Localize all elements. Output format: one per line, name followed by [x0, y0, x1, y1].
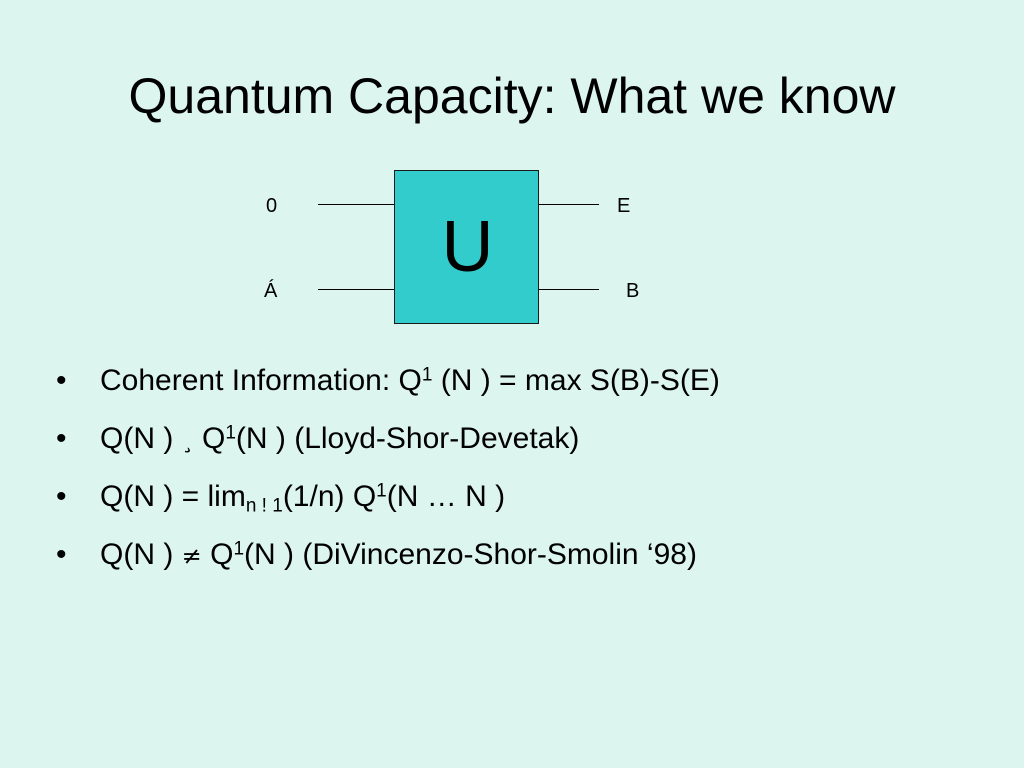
input-label-ancilla: 0 [266, 195, 278, 217]
bullet-text: Q [193, 422, 226, 455]
not-equal-symbol: ≠ [181, 542, 202, 570]
relation-symbol: ¸ [181, 426, 194, 454]
superscript: 1 [225, 422, 236, 444]
bullet-text: Q(N ) [100, 538, 182, 571]
superscript: 1 [421, 364, 433, 386]
bullet-divincenzo-shor-smolin: • Q(N ) ≠ Q1(N ) (DiVincenzo-Shor-Smolin… [56, 532, 720, 590]
bullet-text: Q(N ) = lim [100, 480, 246, 513]
bullet-text: (N ) (Lloyd-Shor-Devetak) [235, 422, 580, 455]
output-wire-bottom [539, 289, 599, 290]
output-label-environment: E [617, 195, 631, 217]
bullet-marker: • [56, 538, 67, 571]
output-wire-top [539, 204, 599, 205]
unitary-gate: U [394, 170, 539, 324]
bullet-text: (1/n) Q [282, 480, 377, 513]
bullet-text: Q [201, 538, 234, 571]
input-wire-bottom [318, 289, 394, 290]
gate-label: U [441, 207, 494, 287]
superscript: 1 [233, 538, 245, 560]
input-label-state: Á [264, 280, 278, 302]
bullet-marker: • [56, 364, 67, 397]
bullet-lloyd-shor-devetak: • Q(N ) ¸ Q1(N ) (Lloyd-Shor-Devetak) [56, 416, 720, 474]
bullet-text: (N ) = max S(B)-S(E) [432, 364, 720, 397]
bullet-text: Coherent Information: Q [100, 364, 422, 397]
bullet-text: (N … N ) [386, 480, 506, 513]
output-label-bob: B [626, 280, 640, 302]
bullet-coherent-information: • Coherent Information: Q1 (N ) = max S(… [56, 358, 720, 416]
superscript: 1 [376, 480, 387, 502]
bullet-list: • Coherent Information: Q1 (N ) = max S(… [56, 358, 720, 590]
bullet-text: Q(N ) [100, 422, 182, 455]
subscript: n ! 1 [245, 495, 283, 517]
bullet-regularized-limit: • Q(N ) = limn ! 1(1/n) Q1(N … N ) [56, 474, 720, 532]
bullet-marker: • [56, 480, 67, 513]
slide-title: Quantum Capacity: What we know [128, 68, 896, 124]
bullet-text: (N ) (DiVincenzo-Shor-Smolin ‘98) [244, 538, 697, 571]
bullet-marker: • [56, 422, 67, 455]
input-wire-top [318, 204, 394, 205]
